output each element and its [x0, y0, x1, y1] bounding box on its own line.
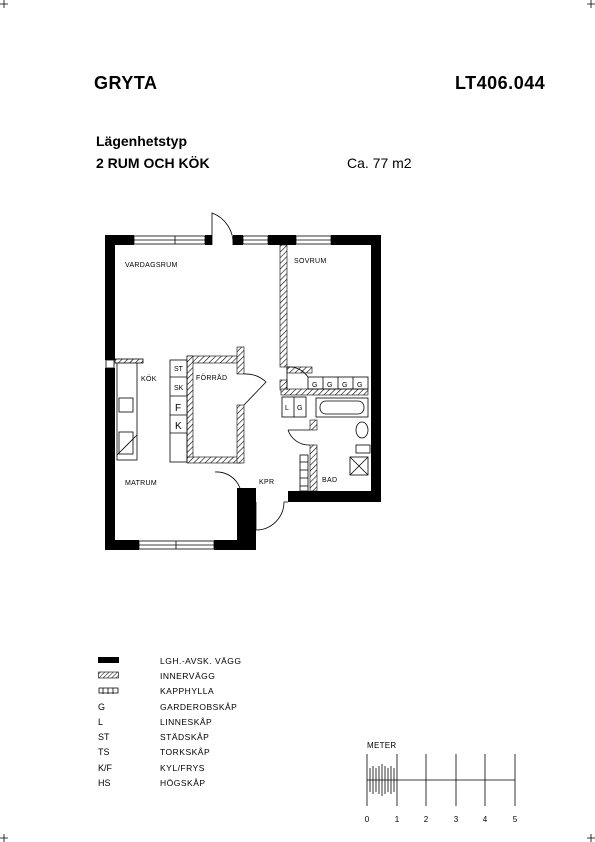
legend-label: TORKSKÅP — [160, 747, 211, 757]
drawing-number: LT406.044 — [455, 73, 546, 93]
legend-symbol: HS — [98, 778, 111, 788]
legend-row-kf: K/F KYL/FRYS — [98, 762, 298, 776]
scale-bar — [366, 754, 516, 806]
scale-title: METER — [367, 741, 397, 750]
legend-symbol: ST — [98, 732, 110, 742]
legend-row-inner-wall: INNERVÄGG — [98, 670, 298, 684]
wardrobe-g-4: G — [357, 382, 362, 389]
apartment-type-value: 2 RUM OCH KÖK — [96, 155, 210, 171]
legend-label: GARDEROBSKÅP — [160, 702, 238, 712]
wardrobe-g-1: G — [312, 382, 317, 389]
forrad-door — [243, 373, 267, 406]
legend-row-ts: TS TORKSKÅP — [98, 746, 298, 760]
crop-mark-top-right — [587, 0, 595, 8]
room-label-vardagsrum: VARDAGSRUM — [125, 262, 178, 269]
bathroom-fixtures — [315, 397, 371, 476]
windows — [105, 235, 332, 550]
crop-mark-bottom-right — [587, 834, 595, 842]
room-label-sovrum: SOVRUM — [294, 258, 327, 265]
legend-label: KAPPHYLLA — [160, 686, 215, 696]
kitchen-cabinets — [169, 359, 188, 463]
legend-label: HÖGSKÅP — [160, 778, 206, 788]
scale-tick-4: 4 — [482, 815, 488, 824]
bad-door — [287, 429, 311, 446]
scale-tick-2: 2 — [423, 815, 429, 824]
entrance-door — [255, 501, 288, 531]
legend-symbol: TS — [98, 747, 110, 757]
legend-row-l: L LINNESKÅP — [98, 716, 298, 730]
scale-tick-3: 3 — [453, 815, 459, 824]
legend-symbol: K/F — [98, 763, 113, 773]
cabinet-st: ST — [174, 366, 184, 373]
linen-cabinet-l: L — [285, 405, 289, 412]
project-name: GRYTA — [94, 73, 158, 93]
legend-row-coat-rack: KAPPHYLLA — [98, 685, 298, 699]
legend-coat-rack-symbol — [98, 685, 120, 697]
legend-symbol: G — [98, 702, 106, 712]
cabinet-sk: SK — [174, 385, 184, 392]
legend-row-hs: HS HÖGSKÅP — [98, 777, 298, 791]
scale-tick-0: 0 — [364, 815, 370, 824]
cabinet-k: K — [175, 421, 182, 432]
legend-label: LGH.-AVSK. VÄGG — [160, 656, 242, 666]
scale-tick-1: 1 — [394, 815, 400, 824]
legend-symbol: L — [98, 717, 104, 727]
legend-label: KYL/FRYS — [160, 763, 205, 773]
room-label-bad: BAD — [322, 477, 337, 484]
room-label-kok: KÖK — [141, 375, 157, 383]
legend-thick-wall-symbol — [98, 655, 120, 667]
coat-rack — [299, 454, 309, 492]
crop-mark-top-left — [0, 0, 8, 8]
wardrobe-g-5: G — [297, 405, 302, 412]
legend-row-thick-wall: LGH.-AVSK. VÄGG — [98, 655, 298, 669]
kapprum-door — [214, 471, 241, 489]
legend-row-g: G GARDEROBSKÅP — [98, 701, 298, 715]
legend-label: LINNESKÅP — [160, 717, 213, 727]
room-label-forrad: FÖRRÅD — [196, 373, 227, 382]
kitchen-counter — [114, 358, 144, 461]
wardrobe-g-2: G — [327, 382, 332, 389]
sovrum-door — [286, 366, 309, 390]
apartment-type-heading: Lägenhetstyp — [96, 133, 188, 149]
legend-label: STÄDSKÅP — [160, 732, 210, 742]
inner-walls — [186, 244, 369, 492]
cabinet-f: F — [175, 403, 181, 414]
scale-tick-5: 5 — [512, 815, 518, 824]
wardrobe-g-3: G — [342, 382, 347, 389]
legend-label: INNERVÄGG — [160, 671, 216, 681]
crop-mark-bottom-left — [0, 834, 8, 842]
room-label-matrum: MATRUM — [125, 480, 157, 487]
legend-inner-wall-symbol — [98, 670, 120, 682]
legend-row-st: ST STÄDSKÅP — [98, 731, 298, 745]
balcony-door — [211, 212, 234, 246]
apartment-area: Ca. 77 m2 — [347, 155, 412, 171]
room-label-kapprum: KPR — [259, 479, 274, 486]
wardrobes — [281, 376, 369, 418]
exterior-walls — [105, 235, 381, 550]
